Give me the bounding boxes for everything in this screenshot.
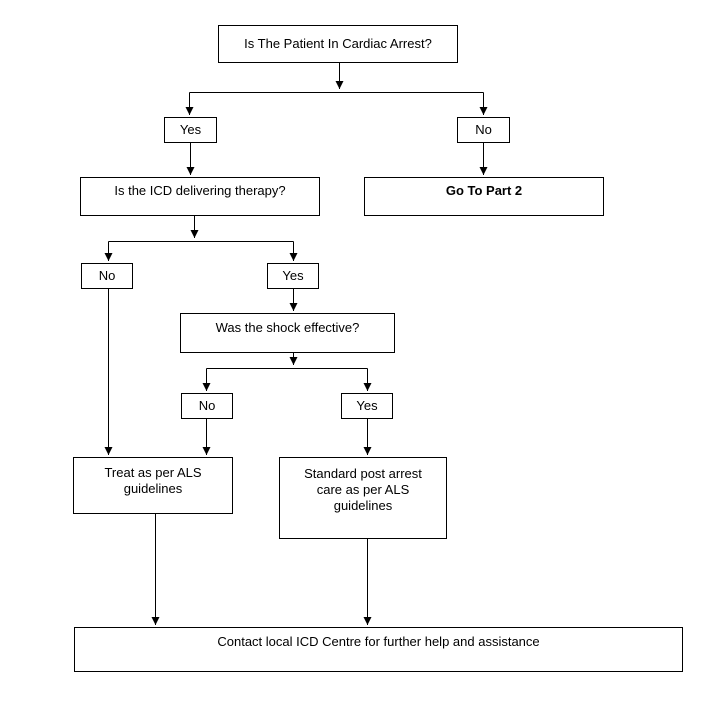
node-cardiac-arrest-question: Is The Patient In Cardiac Arrest? xyxy=(218,25,458,63)
node-label: Yes xyxy=(179,122,202,137)
node-label: Go To Part 2 xyxy=(445,183,523,198)
node-label: Is the ICD delivering therapy? xyxy=(114,183,286,198)
node-label: Standard post arrest care as per ALS gui… xyxy=(304,466,422,513)
node-no-branch-1: No xyxy=(457,117,510,143)
node-label: No xyxy=(475,122,492,137)
node-label: Was the shock effective? xyxy=(215,320,360,335)
node-label: Is The Patient In Cardiac Arrest? xyxy=(244,36,432,51)
node-no-branch-3: No xyxy=(181,393,233,419)
node-yes-branch-3: Yes xyxy=(341,393,393,419)
node-contact-icd-centre: Contact local ICD Centre for further hel… xyxy=(74,627,683,672)
node-yes-branch-1: Yes xyxy=(164,117,217,143)
node-label: No xyxy=(98,268,116,283)
node-no-branch-2: No xyxy=(81,263,133,289)
node-label: Treat as per ALS guidelines xyxy=(104,465,202,496)
node-label: Yes xyxy=(356,398,378,413)
node-label: Contact local ICD Centre for further hel… xyxy=(217,634,540,649)
node-shock-effective-question: Was the shock effective? xyxy=(180,313,395,353)
node-go-to-part-2: Go To Part 2 xyxy=(364,177,604,216)
node-label: No xyxy=(198,398,216,413)
node-standard-post-arrest-care: Standard post arrest care as per ALS gui… xyxy=(279,457,447,539)
node-label: Yes xyxy=(282,268,304,283)
node-treat-als-guidelines: Treat as per ALS guidelines xyxy=(73,457,233,514)
node-yes-branch-2: Yes xyxy=(267,263,319,289)
node-icd-therapy-question: Is the ICD delivering therapy? xyxy=(80,177,320,216)
